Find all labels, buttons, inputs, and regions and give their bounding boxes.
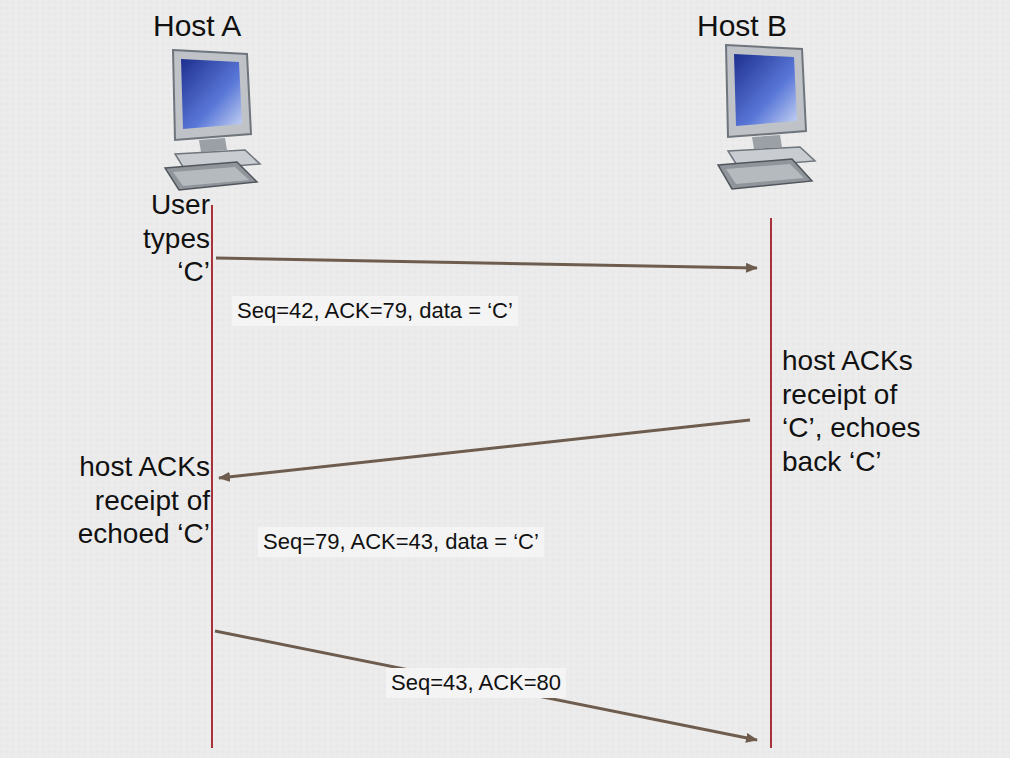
computer-icon	[165, 50, 260, 190]
host-name: Host B	[697, 8, 787, 44]
event-note: host ACKs receipt of echoed ‘C’	[70, 450, 210, 551]
segment-label: Seq=79, ACK=43, data = ‘C’	[258, 527, 544, 557]
timeline	[211, 205, 213, 748]
message-arrow	[219, 420, 750, 478]
event-note: User types ‘C’	[110, 188, 210, 289]
timeline	[770, 218, 772, 748]
event-note: host ACKs receipt of ‘C’, echoes back ‘C…	[782, 344, 934, 478]
segment-label: Seq=43, ACK=80	[386, 668, 566, 698]
message-arrow	[216, 258, 757, 268]
computer-icon	[718, 45, 815, 189]
message-arrow	[215, 631, 757, 740]
host-name: Host A	[153, 8, 241, 44]
segment-label: Seq=42, ACK=79, data = ‘C’	[232, 296, 518, 326]
